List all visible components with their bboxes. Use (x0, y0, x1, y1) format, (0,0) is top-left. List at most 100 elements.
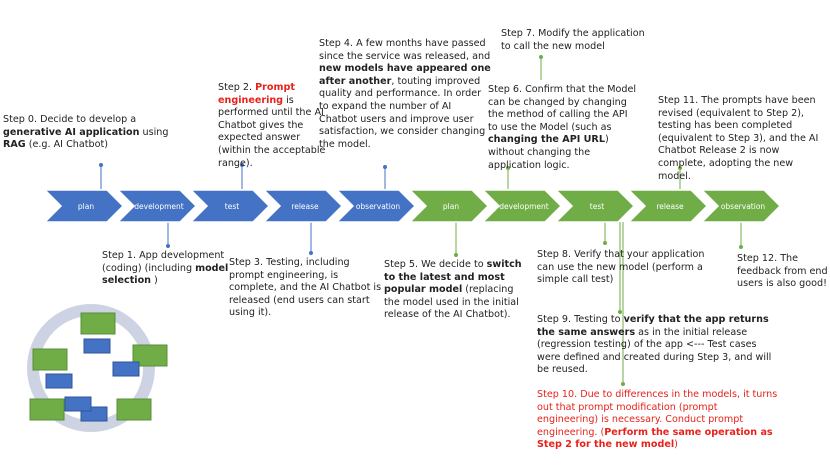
step-1-text-2: ) (151, 275, 158, 287)
chevron-shape (116, 189, 198, 223)
connector-step9 (618, 222, 622, 314)
chevron-label: test (590, 202, 604, 211)
cycle-node-lower-right (116, 398, 152, 421)
chevron-release1-plan: plan (43, 189, 125, 223)
step-0-bold-rag: RAG (3, 139, 26, 151)
cycle-link-bottom-left (64, 396, 92, 412)
chevron-release2-plan: plan (408, 189, 490, 223)
step-12-annotation: Step 12. The feedback from end users is … (737, 253, 829, 291)
chevron-release1-test: test (189, 189, 271, 223)
step-0-bold-app: generative AI application (3, 126, 140, 138)
step-10-bold-same-operation: Perform the same operation as Step 2 for… (537, 426, 773, 451)
connector-step11 (678, 166, 682, 189)
chevron-label: plan (443, 202, 459, 211)
step-9-bold-verify-same-answers: verify that the app returns the same ans… (537, 314, 769, 338)
step-5-annotation: Step 5. We decide to switch to the lates… (384, 259, 532, 322)
step-5-text-2: (replacing the model used in the initial… (384, 284, 519, 321)
step-11-text: Step 11. The prompts have been revised (… (658, 95, 819, 182)
step-3-annotation: Step 3. Testing, including prompt engine… (229, 257, 383, 320)
chevron-label: development (499, 202, 549, 211)
cycle-node-left (32, 348, 68, 371)
step-4-text-2: , touting improved quality and performan… (319, 75, 486, 150)
connector-step7 (539, 55, 543, 80)
chevron-shape (43, 189, 125, 223)
step-0-annotation: Step 0. Decide to develop a generative A… (3, 114, 188, 152)
step-4-bold-new-models: new models have appeared one after anoth… (319, 63, 491, 87)
step-8-annotation: Step 8. Verify that your application can… (537, 249, 707, 287)
step-1-text: Step 1. App development (coding) (includ… (102, 250, 225, 274)
connector-step2 (240, 163, 244, 189)
chevron-shape (481, 189, 563, 223)
step-0-text-3: (e.g. AI Chatbot) (25, 139, 108, 151)
chevron-label: development (134, 202, 184, 211)
chevron-label: test (225, 202, 239, 211)
step-7-annotation: Step 7. Modify the application to call t… (501, 28, 651, 53)
chevron-label: release (656, 202, 684, 211)
step-9-text: Step 9. Testing to (537, 314, 624, 325)
chevron-shape (262, 189, 344, 223)
step-2-text: Step 2. (218, 82, 256, 93)
chevron-shape (335, 189, 417, 223)
connector-step0 (99, 163, 103, 189)
chevron-label: plan (78, 202, 94, 211)
chevron-shape (554, 189, 636, 223)
step-9-annotation: Step 9. Testing to verify that the app r… (537, 314, 779, 377)
cycle-link-right (112, 361, 140, 377)
step-10-text-2: ) (674, 439, 678, 451)
step-9-text-2: as in the initial release (regression te… (537, 326, 772, 376)
chevron-release1-development: development (116, 189, 198, 223)
chevron-label: observation (721, 202, 766, 211)
step-8-text: Step 8. Verify that your application can… (537, 249, 705, 286)
connector-step4 (383, 165, 387, 189)
connector-step8 (603, 222, 607, 245)
connector-step5 (454, 222, 458, 257)
step-4-text: Step 4. A few months have passed since t… (319, 38, 491, 62)
connector-step10 (621, 222, 625, 386)
step-0-text: Step 0. Decide to develop a (3, 114, 137, 125)
process-chevron-row: plan development test release observation pla… (43, 189, 782, 223)
step-11-annotation: Step 11. The prompts have been revised (… (658, 95, 826, 183)
step-1-bold-model-selection: model selection (102, 262, 229, 287)
chevron-label: observation (356, 202, 401, 211)
chevron-label: release (291, 202, 319, 211)
chevron-shape (408, 189, 490, 223)
chevron-shape (627, 189, 709, 223)
step-7-text: Step 7. Modify the application to call t… (501, 28, 645, 52)
chevron-release2-release: release (627, 189, 709, 223)
cycle-node-lower-left (29, 398, 65, 421)
chevron-shape (189, 189, 271, 223)
connectors (99, 55, 743, 386)
cycle-link-top (83, 338, 111, 354)
chevron-shape (700, 189, 782, 223)
step-6-bold-api-url: changing the API URL (488, 134, 605, 146)
step-0-text-2: using (139, 126, 169, 138)
step-6-text: Step 6. Confirm that the Model can be ch… (488, 84, 637, 133)
chevron-release2-development: development (481, 189, 563, 223)
lifecycle-cycle-icon (27, 304, 168, 432)
step-3-text: Step 3. Testing, including prompt engine… (229, 257, 382, 319)
chevron-release1-release: release (262, 189, 344, 223)
step-10-annotation: Step 10. Due to differences in the model… (537, 389, 779, 452)
connector-step1 (166, 222, 170, 248)
step-12-text: Step 12. The feedback from end users is … (737, 253, 828, 290)
step-2-annotation: Step 2. Prompt engineering is performed … (218, 82, 332, 170)
step-2-bold-prompt-engineering: Prompt engineering (218, 82, 295, 106)
step-5-text: Step 5. We decide to (384, 259, 487, 270)
connector-step12 (739, 222, 743, 249)
step-1-annotation: Step 1. App development (coding) (includ… (102, 250, 232, 288)
step-10-text: Step 10. Due to differences in the model… (537, 389, 778, 438)
step-5-bold-switch-model: switch to the latest and most popular mo… (384, 259, 522, 296)
step-2-text-2: is performed until the AI Chatbot gives … (218, 94, 326, 169)
connector-step3 (309, 222, 313, 255)
step-6-annotation: Step 6. Confirm that the Model can be ch… (488, 84, 640, 172)
chevron-release1-observation: observation (335, 189, 417, 223)
chevron-release2-test: test (554, 189, 636, 223)
cycle-node-upper-right (132, 344, 168, 367)
connector-step6 (506, 166, 510, 189)
step-4-annotation: Step 4. A few months have passed since t… (319, 38, 491, 151)
chevron-release2-observation: observation (700, 189, 782, 223)
cycle-node-top (80, 312, 116, 335)
step-6-text-2: ) without changing the application logic… (488, 134, 609, 171)
cycle-link-left (45, 373, 73, 389)
